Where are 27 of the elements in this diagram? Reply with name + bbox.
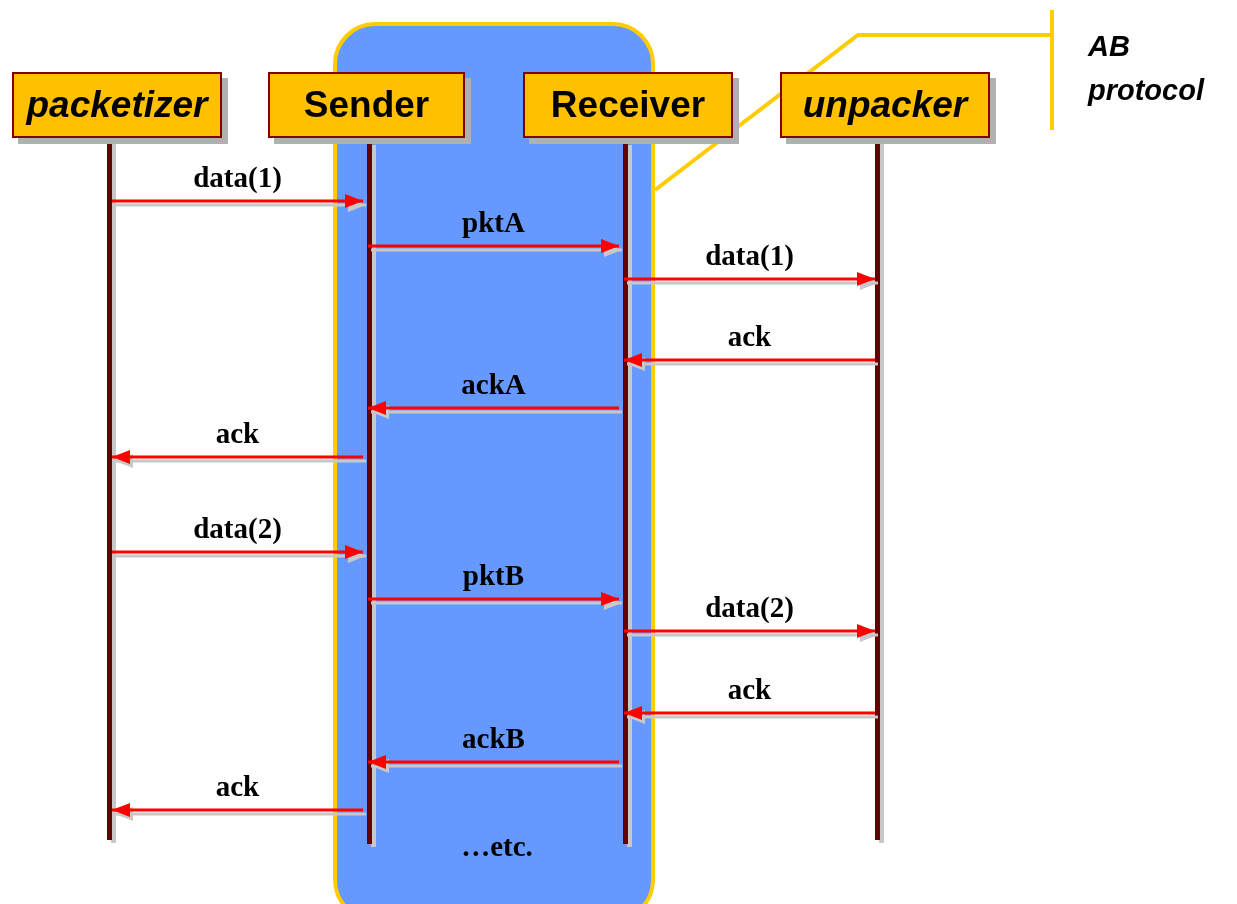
edge-label: ack: [727, 320, 772, 353]
leader-line: [653, 33, 1050, 192]
edge-label: ack: [215, 770, 260, 803]
annotation-text: AB protocol: [1050, 10, 1235, 130]
edge-label: ackB: [462, 722, 525, 755]
message-arrow: [624, 706, 875, 720]
message-arrow: [368, 239, 619, 253]
edge-label: data(1): [705, 239, 794, 272]
message-arrow: [624, 624, 875, 638]
edge-label: data(2): [705, 591, 794, 624]
message-arrow: [112, 450, 363, 464]
message-arrow: [624, 272, 875, 286]
edge-label: data(2): [193, 512, 282, 545]
message-arrow: [368, 755, 619, 769]
edge-label: pktA: [462, 206, 525, 239]
edge-label: ack: [727, 673, 772, 706]
edge-label: ack: [215, 417, 260, 450]
note-text: …etc.: [461, 830, 533, 863]
message-arrow: [112, 545, 363, 559]
message-arrow: [112, 194, 363, 208]
edge-label: ackA: [461, 368, 526, 401]
message-arrow: [112, 803, 363, 817]
message-arrow: [368, 401, 619, 415]
edge-label: pktB: [462, 559, 525, 592]
message-arrow: [368, 592, 619, 606]
message-arrow: [624, 353, 875, 367]
edge-label: data(1): [193, 161, 282, 194]
